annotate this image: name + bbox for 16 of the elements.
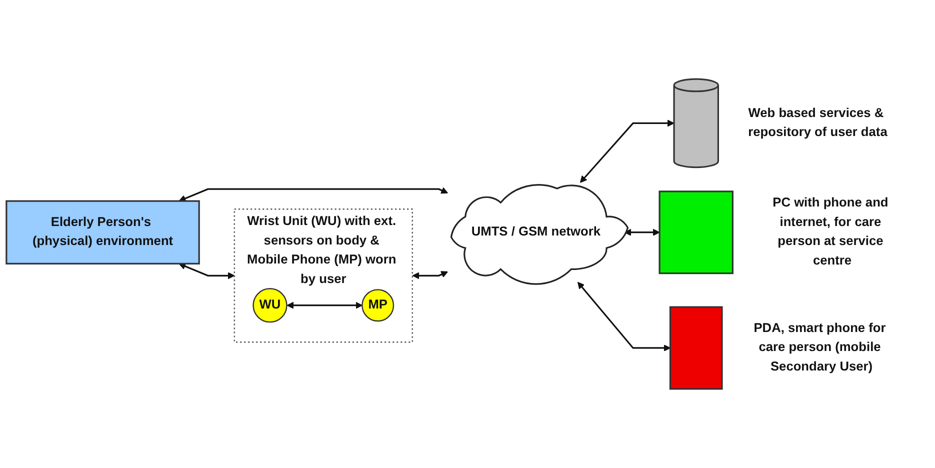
arrow	[178, 262, 235, 280]
node-label: PDA, smart phone for care person (mobile Secondary User)	[754, 321, 886, 374]
arrow	[624, 228, 660, 236]
arrow	[286, 302, 362, 309]
arrow	[178, 187, 448, 202]
node-label: Web based services & repository of user data	[748, 106, 888, 140]
arrow	[580, 120, 674, 183]
node-box	[669, 306, 723, 390]
node-circle: WU	[252, 288, 288, 323]
node-cylinder	[673, 78, 719, 168]
arrow	[412, 271, 448, 280]
arrow	[578, 282, 671, 352]
node-label: PC with phone and internet, for care person at service centre	[772, 196, 888, 268]
node-box	[658, 190, 734, 274]
node-box: Elderly Person's (physical) environment	[6, 200, 200, 264]
node-circle: MP	[362, 289, 394, 322]
